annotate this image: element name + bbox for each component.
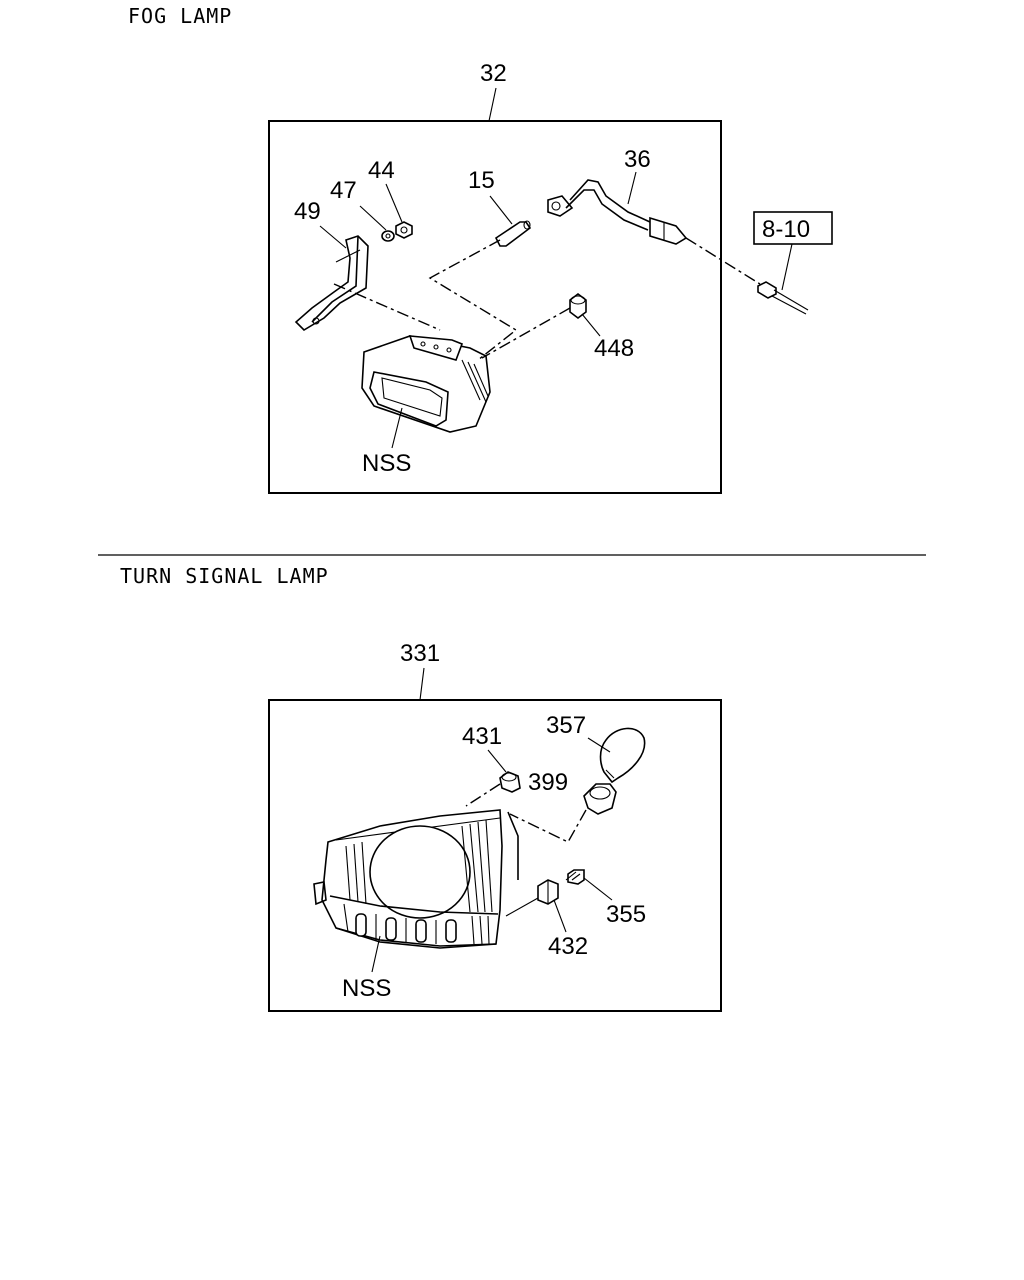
fog-assembly-leader [488, 87, 497, 122]
fog-assembly-label: 32 [480, 60, 507, 87]
turn-signal-section: TURN SIGNAL LAMP 331 [120, 564, 722, 1012]
callout-47: 47 [330, 177, 357, 204]
fog-bracket-line [333, 283, 441, 331]
fog-lamp-body [361, 335, 491, 433]
fog-bulb-line [428, 239, 518, 361]
reference-label: 8-10 [762, 216, 810, 243]
leader-357 [587, 737, 611, 753]
leader-355 [583, 877, 613, 901]
callout-399: 399 [528, 769, 568, 796]
leader-448 [581, 313, 601, 337]
turn-assembly-leader [419, 667, 425, 701]
turn-assembly-label: 331 [400, 640, 440, 667]
leader-36 [627, 171, 637, 205]
callout-431: 431 [462, 723, 502, 750]
fog-bulb [494, 220, 532, 247]
fog-lamp-frame [268, 120, 722, 494]
callout-432: 432 [548, 933, 588, 960]
callout-15: 15 [468, 167, 495, 194]
fog-harness-line [685, 237, 761, 285]
turn-lamp-body [313, 809, 519, 949]
callout-36: 36 [624, 146, 651, 173]
callout-355: 355 [606, 901, 646, 928]
turn-lamp-lens-pattern [355, 913, 457, 944]
leader-432 [553, 899, 567, 933]
leader-44 [385, 183, 403, 223]
callout-44: 44 [368, 157, 395, 184]
turn-connector-wire [505, 897, 539, 917]
fog-grommet [569, 293, 587, 319]
fog-lamp-section: FOG LAMP 32 [128, 4, 833, 494]
fog-nut [395, 221, 413, 239]
callout-357: 357 [546, 712, 586, 739]
turn-screw [565, 869, 585, 885]
fog-bracket [294, 235, 369, 332]
leader-49 [319, 225, 347, 249]
reference-leader [781, 243, 793, 291]
turn-grommet [499, 771, 521, 793]
turn-connector [537, 879, 559, 905]
turn-lamp-frame [268, 699, 722, 1012]
turn-socket-line [509, 809, 587, 843]
turn-signal-title: TURN SIGNAL LAMP [120, 564, 329, 588]
turn-grommet-line [465, 783, 501, 807]
fog-washer [381, 230, 395, 242]
callout-49: 49 [294, 198, 321, 225]
fog-harness [547, 179, 688, 245]
fog-lamp-title: FOG LAMP [128, 4, 232, 28]
turn-lamp-lens-ribs [343, 819, 493, 945]
callout-fog-nss: NSS [362, 450, 411, 477]
reference-box [753, 211, 833, 245]
leader-15 [489, 195, 513, 225]
callout-turn-nss: NSS [342, 975, 391, 1002]
turn-socket [583, 783, 617, 815]
leader-turn-nss [371, 935, 381, 973]
fog-grommet-line [481, 307, 571, 359]
leader-431 [487, 749, 507, 773]
fog-external-connector [757, 281, 809, 315]
leader-47 [359, 205, 387, 231]
callout-448: 448 [594, 335, 634, 362]
turn-bulb [599, 727, 646, 784]
leader-fog-nss [391, 407, 403, 449]
